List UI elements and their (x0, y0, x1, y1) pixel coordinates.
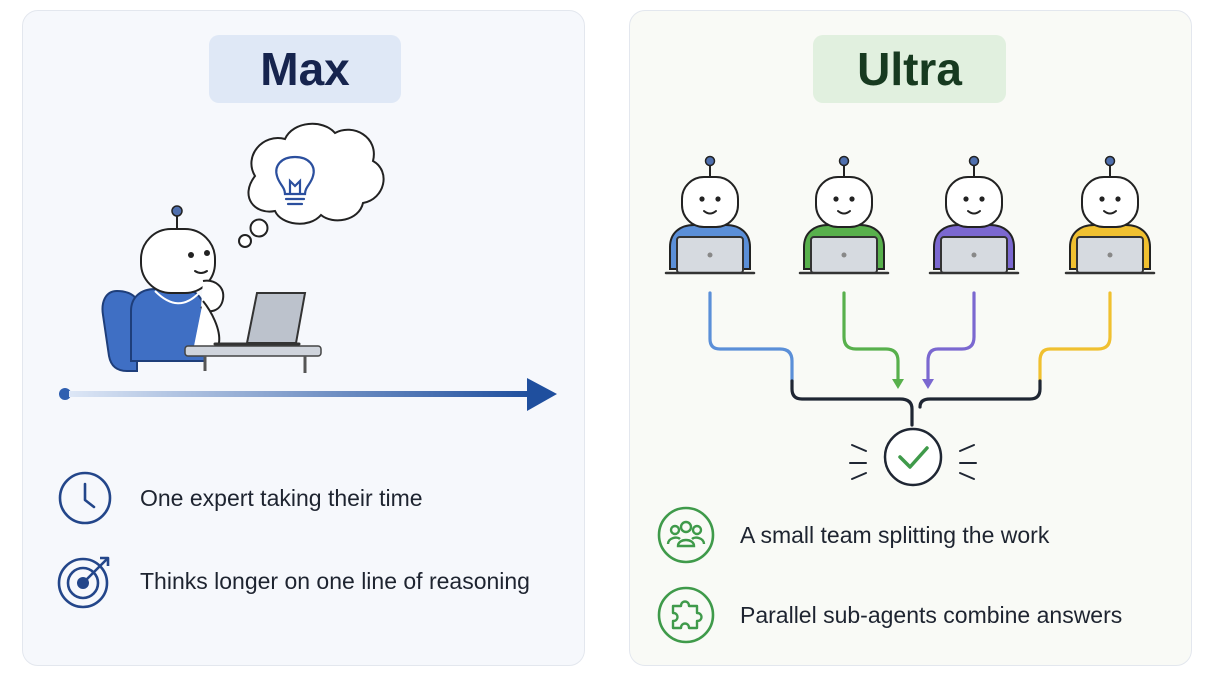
feature-parallel: Parallel sub-agents combine answers (657, 586, 1122, 644)
target-icon (57, 556, 110, 609)
robot-thinking (130, 205, 225, 362)
chair (101, 289, 138, 372)
feature-text: A small team splitting the work (740, 521, 1050, 548)
thought-bubble (238, 122, 385, 248)
ultra-title: Ultra (813, 35, 1006, 103)
team-agents-illustration (664, 155, 1156, 487)
agent-robot-4 (1064, 155, 1156, 275)
feature-text: One expert taking their time (140, 484, 423, 511)
arrowheads (892, 379, 934, 389)
agent-robot-1 (664, 155, 756, 275)
max-title: Max (209, 35, 401, 103)
check-result-icon (849, 427, 977, 487)
desk-with-laptop (184, 292, 322, 373)
feature-team: A small team splitting the work (657, 506, 1049, 564)
timeline-arrow (59, 378, 557, 411)
puzzle-icon (657, 586, 715, 644)
feature-text: Parallel sub-agents combine answers (740, 601, 1123, 628)
feature-time: One expert taking their time (56, 469, 423, 527)
agent-robot-2 (798, 155, 890, 275)
clock-icon (58, 471, 112, 525)
feature-reasoning: Thinks longer on one line of reasoning (56, 552, 530, 610)
feature-text: Thinks longer on one line of reasoning (140, 567, 530, 594)
merge-paths (708, 291, 1112, 427)
single-agent-illustration (59, 122, 557, 411)
lightbulb-icon (275, 155, 315, 206)
max-panel: Max (22, 10, 585, 666)
agent-robot-3 (928, 155, 1020, 275)
ultra-panel: Ultra (629, 10, 1192, 666)
team-icon (657, 506, 715, 564)
